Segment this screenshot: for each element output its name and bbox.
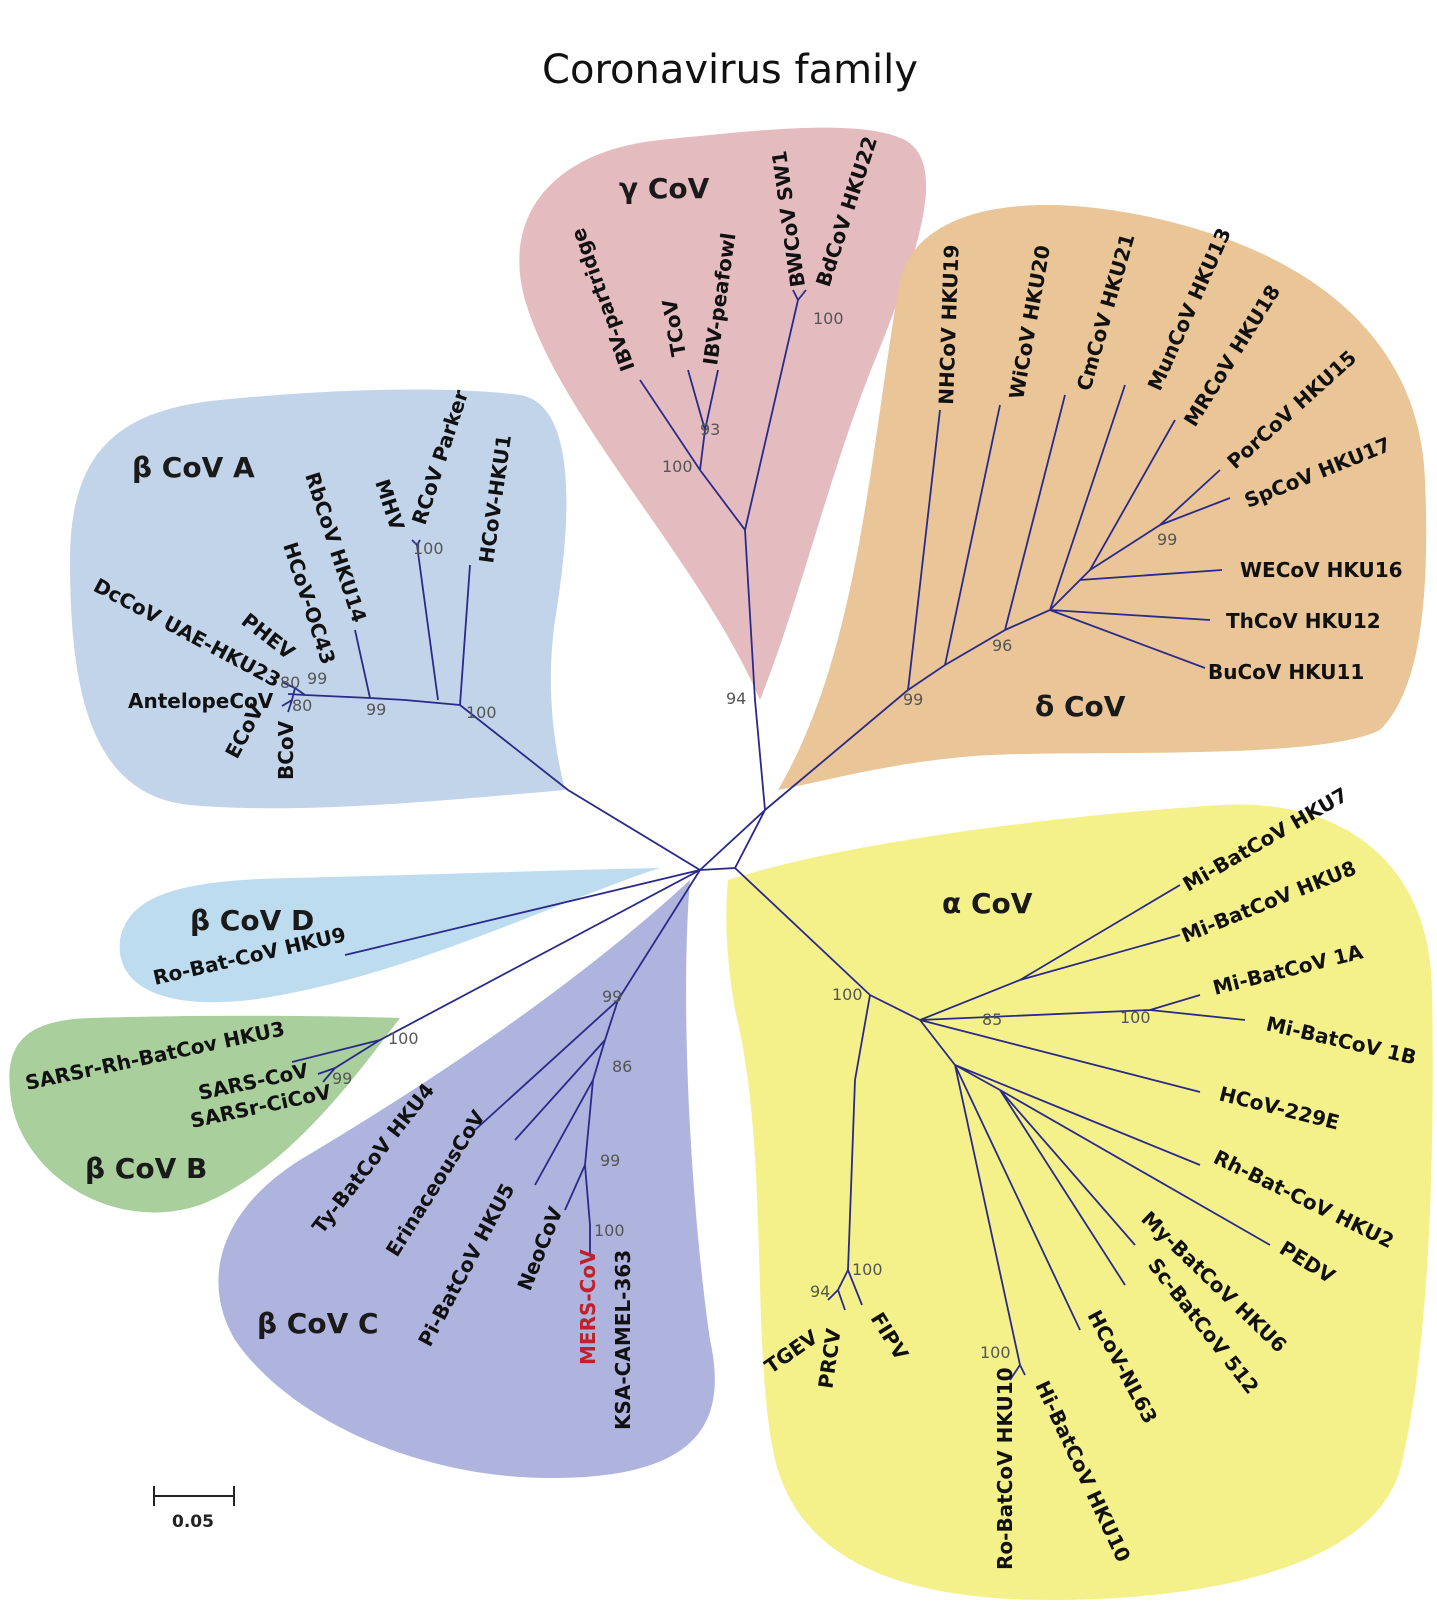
bootstrap-value: 100: [832, 985, 863, 1004]
leaf-label: AntelopeCoV: [128, 689, 274, 713]
bootstrap-value: 94: [726, 689, 746, 708]
leaf-label-mers-cov: MERS-CoV: [576, 1249, 600, 1365]
bootstrap-value: 94: [810, 1282, 830, 1301]
clade-delta-region: [778, 204, 1427, 790]
bootstrap-value: 100: [662, 457, 693, 476]
bootstrap-value: 100: [594, 1221, 625, 1240]
scale-bar: 0.05: [153, 1486, 235, 1532]
clade-gamma-region: [519, 127, 927, 701]
bootstrap-value: 100: [852, 1260, 883, 1279]
bootstrap-value: 100: [813, 309, 844, 328]
betaB-branches: [291, 869, 701, 1083]
leaf-label: Ro-BatCoV HKU10: [993, 1367, 1017, 1570]
bootstrap-value: 93: [700, 420, 720, 439]
bootstrap-value: 100: [466, 703, 497, 722]
scale-bar-label: 0.05: [172, 1512, 214, 1532]
bootstrap-value: 99: [600, 1151, 620, 1170]
gamma-branches: [639, 289, 807, 811]
figure-title: Coronavirus family: [542, 47, 918, 93]
group-label-alpha: α CoV: [942, 887, 1033, 920]
bootstrap-value: 99: [307, 669, 327, 688]
tree-branches: [281, 289, 1271, 1381]
betaC-branches: [474, 869, 701, 1255]
group-label-betaC: β CoV C: [257, 1307, 379, 1340]
group-label-gamma: γ CoV: [619, 172, 710, 205]
bootstrap-value: 96: [992, 636, 1012, 655]
root-branch: [699, 809, 766, 871]
group-label-delta: δ CoV: [1035, 690, 1126, 723]
leaf-label: BCoV: [274, 720, 298, 780]
bootstrap-value: 99: [1157, 530, 1177, 549]
bootstrap-value: 99: [366, 700, 386, 719]
leaf-label: BuCoV HKU11: [1208, 660, 1364, 684]
bootstrap-value: 100: [388, 1029, 419, 1048]
clade-betaC-region: [218, 880, 715, 1478]
clade-alpha-region: [726, 804, 1433, 1600]
bootstrap-value: 99: [332, 1069, 352, 1088]
bootstrap-value: 99: [602, 987, 622, 1006]
bootstrap-value: 100: [1120, 1008, 1151, 1027]
betaD-branches: [344, 869, 701, 956]
group-label-betaB: β CoV B: [85, 1152, 207, 1185]
group-label-betaD: β CoV D: [190, 904, 314, 937]
bootstrap-value: 100: [413, 539, 444, 558]
leaf-label: KSA-CAMEL-363: [611, 1250, 635, 1430]
alpha-branches: [734, 867, 1271, 1381]
bootstrap-value: 80: [292, 696, 312, 715]
betaA-branches: [281, 539, 701, 871]
leaf-label: ThCoV HKU12: [1226, 609, 1381, 633]
bootstrap-values: 100 93 100 94 99 96 99 80 99 80 99 100 1…: [280, 309, 1177, 1362]
clade-betaB-region: [9, 1015, 400, 1213]
bootstrap-value: 86: [612, 1057, 632, 1076]
group-label-betaA: β CoV A: [132, 451, 255, 484]
clade-betaD-region: [119, 868, 660, 1003]
bootstrap-value: 99: [903, 690, 923, 709]
leaf-label: WECoV HKU16: [1240, 558, 1403, 582]
bootstrap-value: 80: [280, 673, 300, 692]
leaf-label: NHCoV HKU19: [934, 244, 964, 405]
bootstrap-value: 85: [982, 1010, 1002, 1029]
bootstrap-value: 100: [980, 1343, 1011, 1362]
delta-branches: [764, 384, 1231, 811]
